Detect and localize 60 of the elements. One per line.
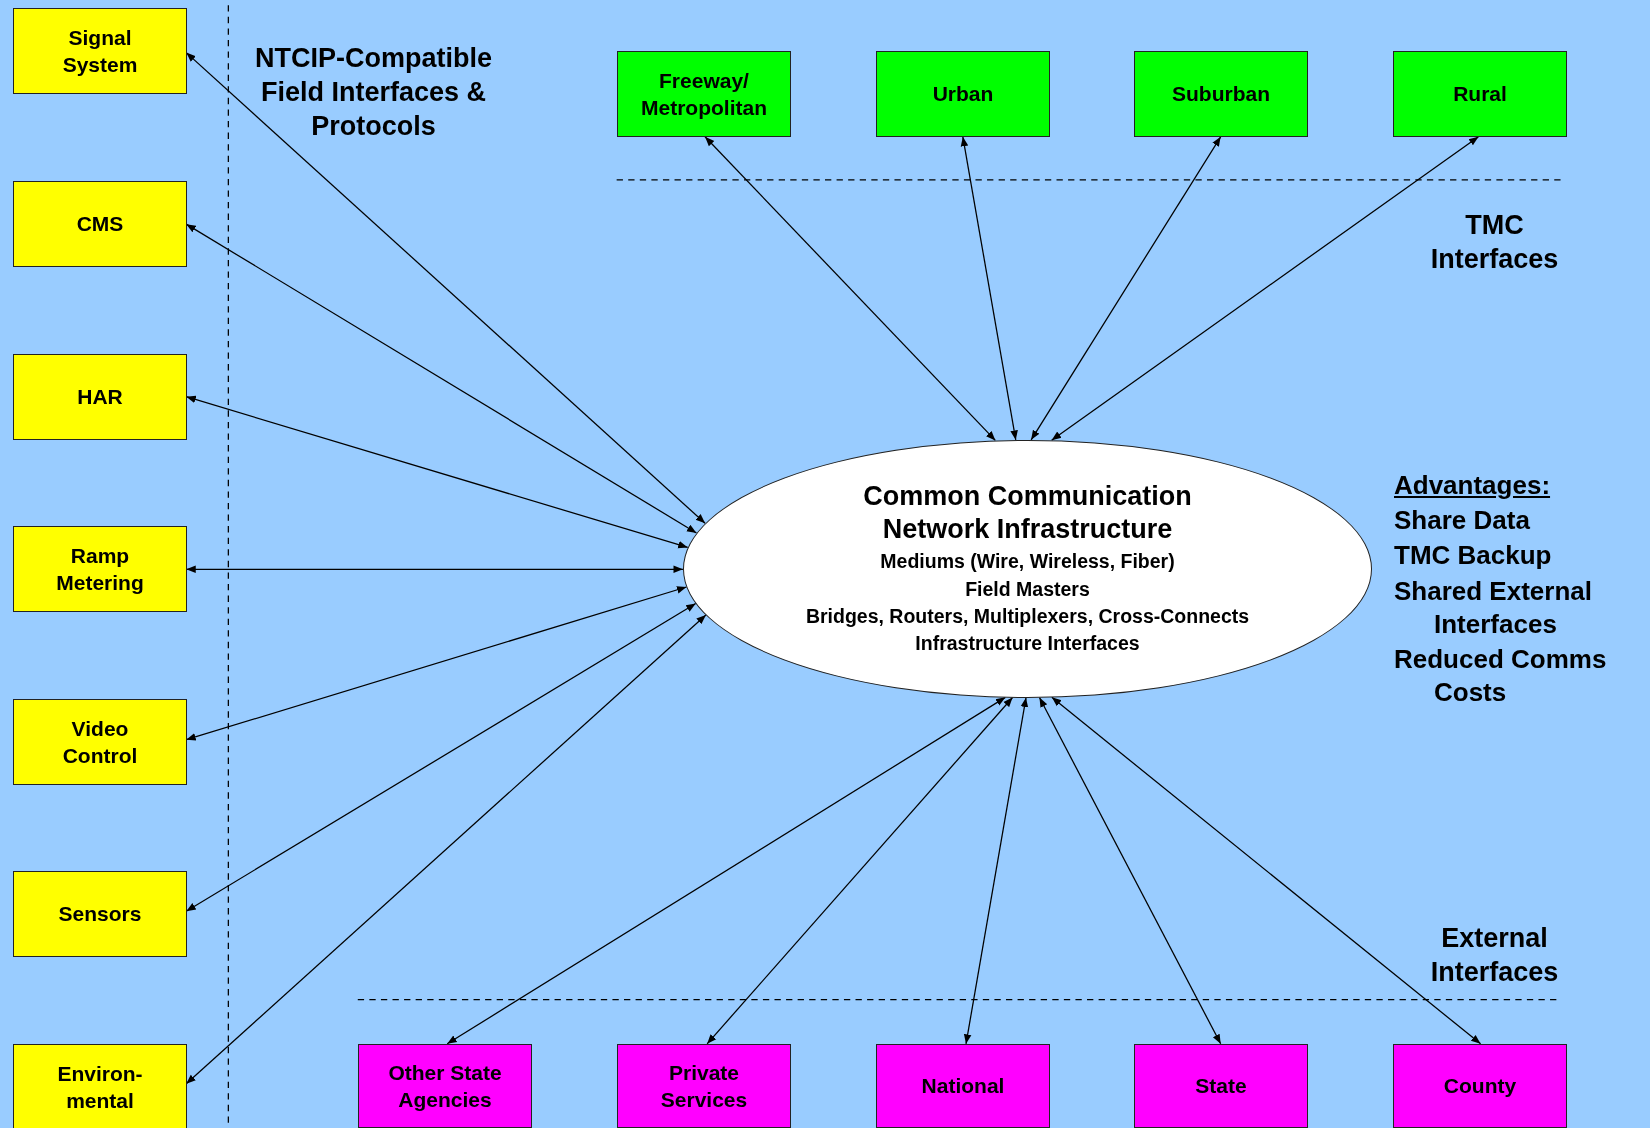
- box-label: Freeway/ Metropolitan: [640, 67, 768, 121]
- box-label: HAR: [77, 384, 123, 411]
- ellipse-text: Infrastructure Interfaces: [915, 631, 1140, 657]
- box-label: State: [1195, 1073, 1247, 1100]
- double-arrow: [963, 697, 1029, 1045]
- field-device-box: [13, 871, 187, 957]
- heading-label: Advantages:: [1394, 469, 1552, 502]
- text-label: TMC Backup: [1394, 539, 1553, 572]
- tmc-box: [876, 51, 1050, 137]
- box-label: Other State Agencies: [387, 1059, 503, 1113]
- field-device-box: [13, 181, 187, 267]
- ellipse-text: Bridges, Routers, Multiplexers, Cross-Connects: [805, 603, 1250, 629]
- external-interface-box: [876, 1044, 1050, 1128]
- double-arrow: [185, 223, 698, 534]
- double-arrow: [185, 395, 689, 549]
- external-interface-box: [1393, 1044, 1567, 1128]
- double-arrow: [1038, 696, 1222, 1045]
- text-label: Share Data: [1394, 504, 1531, 537]
- field-device-box: [13, 699, 187, 785]
- text-label: NTCIP-Compatible Field Interfaces & Protocols: [254, 42, 493, 143]
- field-device-box: [13, 1044, 187, 1128]
- double-arrow: [185, 614, 707, 1085]
- field-device-box: [13, 354, 187, 440]
- text-label: External Interfaces: [1429, 922, 1560, 989]
- ellipse-text: Field Masters: [965, 576, 1090, 602]
- external-interface-box: [617, 1044, 791, 1128]
- text-label: Reduced Comms Costs: [1394, 643, 1608, 708]
- tmc-box: [617, 51, 791, 137]
- double-arrow: [960, 136, 1018, 441]
- double-arrow: [1051, 696, 1482, 1045]
- double-arrow: [185, 565, 684, 574]
- external-interface-box: [1134, 1044, 1308, 1128]
- external-interface-box: [358, 1044, 532, 1128]
- box-label: Signal System: [61, 24, 139, 78]
- box-label: Urban: [932, 81, 994, 108]
- tmc-box: [1134, 51, 1308, 137]
- double-arrow: [185, 602, 697, 912]
- tmc-box: [1393, 51, 1567, 137]
- field-device-box: [13, 526, 187, 612]
- double-arrow: [1030, 136, 1222, 441]
- double-arrow: [1051, 136, 1480, 441]
- double-arrow: [446, 696, 1006, 1045]
- double-arrow: [704, 136, 996, 442]
- box-label: National: [921, 1073, 1005, 1100]
- box-label: CMS: [76, 211, 124, 238]
- text-label: Shared External Interfaces: [1394, 575, 1593, 640]
- box-label: County: [1443, 1073, 1517, 1100]
- box-label: Rural: [1453, 81, 1507, 108]
- ellipse-text: Mediums (Wire, Wireless, Fiber): [880, 549, 1175, 575]
- box-label: Environ- mental: [56, 1060, 144, 1114]
- double-arrow: [185, 52, 706, 524]
- text-label: TMC Interfaces: [1429, 209, 1560, 276]
- box-label: Sensors: [58, 901, 142, 928]
- ellipse-heading: Common Communication Network Infrastructure: [862, 480, 1193, 547]
- box-label: Suburban: [1172, 81, 1270, 108]
- field-device-box: [13, 8, 187, 94]
- double-arrow: [706, 696, 1014, 1045]
- box-label: Ramp Metering: [55, 542, 145, 596]
- box-label: Video Control: [61, 715, 139, 769]
- box-label: Private Services: [659, 1059, 749, 1113]
